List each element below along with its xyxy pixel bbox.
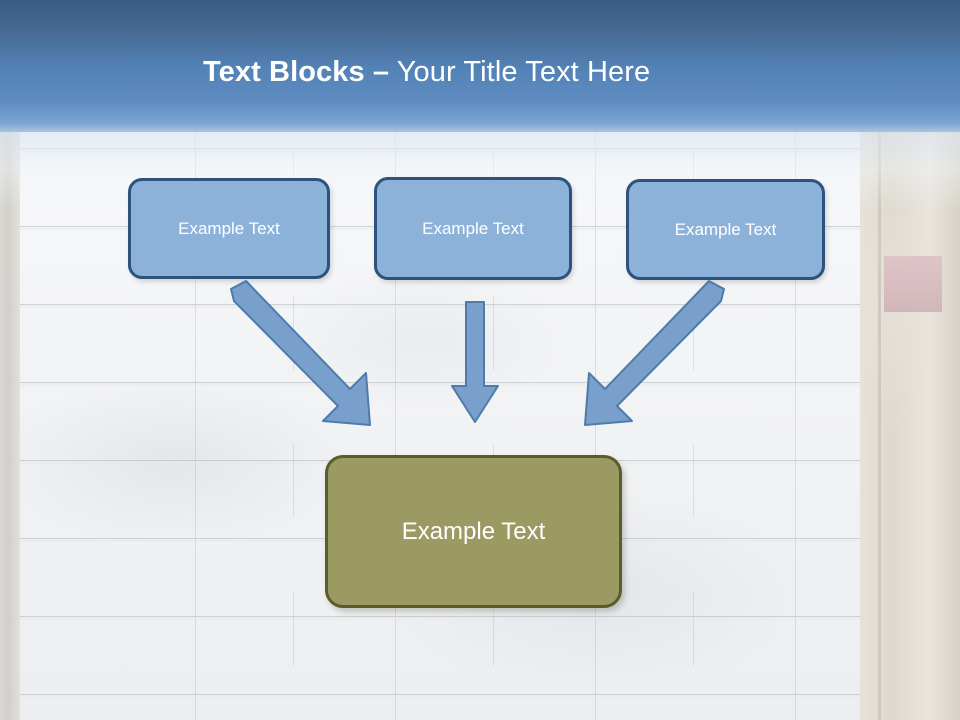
background-paint-patch: [884, 256, 942, 312]
page-title: Text Blocks – Your Title Text Here: [203, 55, 650, 89]
title-bar: Text Blocks – Your Title Text Here: [0, 0, 960, 132]
background-pillar-left: [0, 128, 20, 720]
text-block-2[interactable]: Example Text: [374, 177, 572, 280]
page-title-strong: Text Blocks –: [203, 56, 390, 88]
page-title-light: Your Title Text Here: [396, 56, 651, 88]
text-block-result-label: Example Text: [401, 517, 546, 545]
text-block-result[interactable]: Example Text: [325, 455, 622, 608]
text-block-1-label: Example Text: [178, 218, 280, 238]
text-block-2-label: Example Text: [422, 218, 524, 238]
background-pillar-right: [860, 128, 960, 720]
text-block-3[interactable]: Example Text: [626, 179, 825, 280]
text-block-1[interactable]: Example Text: [128, 178, 330, 279]
text-block-3-label: Example Text: [674, 219, 777, 239]
